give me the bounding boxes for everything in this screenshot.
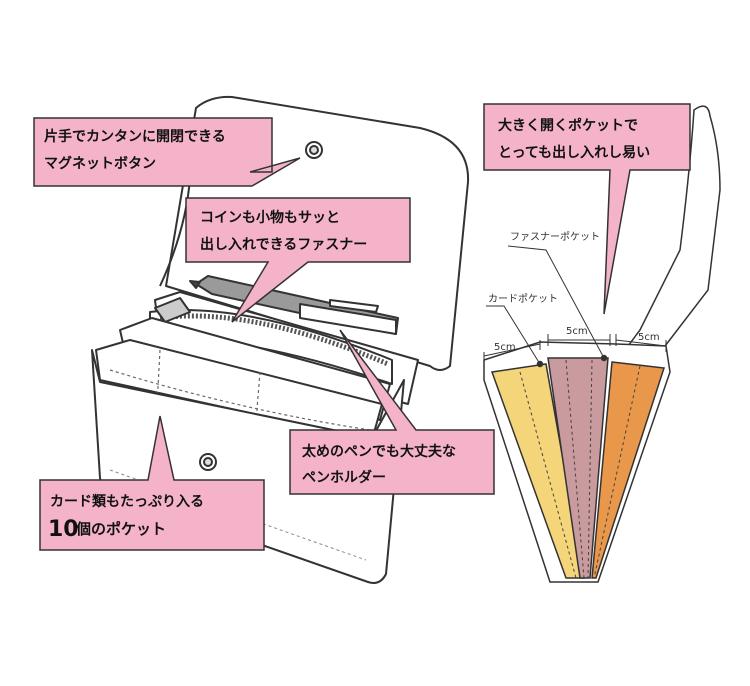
callout-zipper-line2: 出し入れできるファスナー [200,236,367,253]
callout-card-pockets-line2: 個のポケット [75,520,166,538]
callout-zipper-line1: コインも小物もサッと [200,209,340,226]
callout-pocket-open: 大きく開くポケットで とっても出し入れし易い [483,103,691,315]
label-card-pocket: カードポケット [488,293,558,305]
wallet-flap-inner [159,177,191,287]
dim-bracket-right [615,334,667,352]
callout-pocket-open-line1: 大きく開くポケットで [498,117,638,134]
fastener-pocket-leader [507,245,605,359]
callout-card-pockets-number: 10 [48,517,79,542]
callout-pen-holder-line1: 太めのペンでも大丈夫な [302,443,456,460]
fastener-pocket-dot [600,354,608,362]
card-pocket-row-front [95,339,383,441]
callout-magnet-line2: マグネットボタン [44,155,156,172]
label-fastener-pocket: ファスナーポケット [510,231,600,243]
pocket-fan-diagram [483,105,721,583]
dim-bracket-left [483,340,541,362]
zipper-pull [154,297,191,323]
magnet-button-front-inner [203,457,213,467]
callout-magnet: 片手でカンタンに開閉できる マグネットボタン [33,117,301,187]
callout-magnet-line1: 片手でカンタンに開閉できる [44,128,226,145]
callout-pocket-open-bubble [483,103,691,315]
fan-side-panel [620,105,721,355]
callout-pen-holder-bubble [289,329,495,495]
card-pocket-leader [486,305,541,365]
label-dim-center: 5cm [566,326,588,337]
card-pocket-dot [536,360,544,368]
fastener-pocket-pink [547,357,609,579]
callout-zipper: コインも小物もサッと 出し入れできるファスナー [185,197,411,323]
card-pocket-stitch [109,349,371,447]
callout-card-pockets-bubble [39,415,265,551]
label-dim-right: 5cm [638,332,660,343]
callout-pen-holder: 太めのペンでも大丈夫な ペンホルダー [289,329,495,495]
pen [189,275,399,335]
dim-bracket-center [547,334,611,346]
callout-zipper-bubble [185,197,411,323]
callout-card-pockets: カード類もたっぷり入る 10 個のポケット [39,415,265,551]
callout-pocket-open-line2: とっても出し入れし易い [498,144,650,161]
label-dim-left: 5cm [494,342,516,353]
wallet-illustration [91,95,470,584]
fan-stitch [519,359,641,579]
callout-card-pockets-line1: カード類もたっぷり入る [50,494,204,510]
callout-pen-holder-line2: ペンホルダー [302,469,386,486]
magnet-button-top-inner [309,145,319,155]
callout-magnet-bubble [33,117,301,187]
card-pocket-orange [591,361,665,579]
